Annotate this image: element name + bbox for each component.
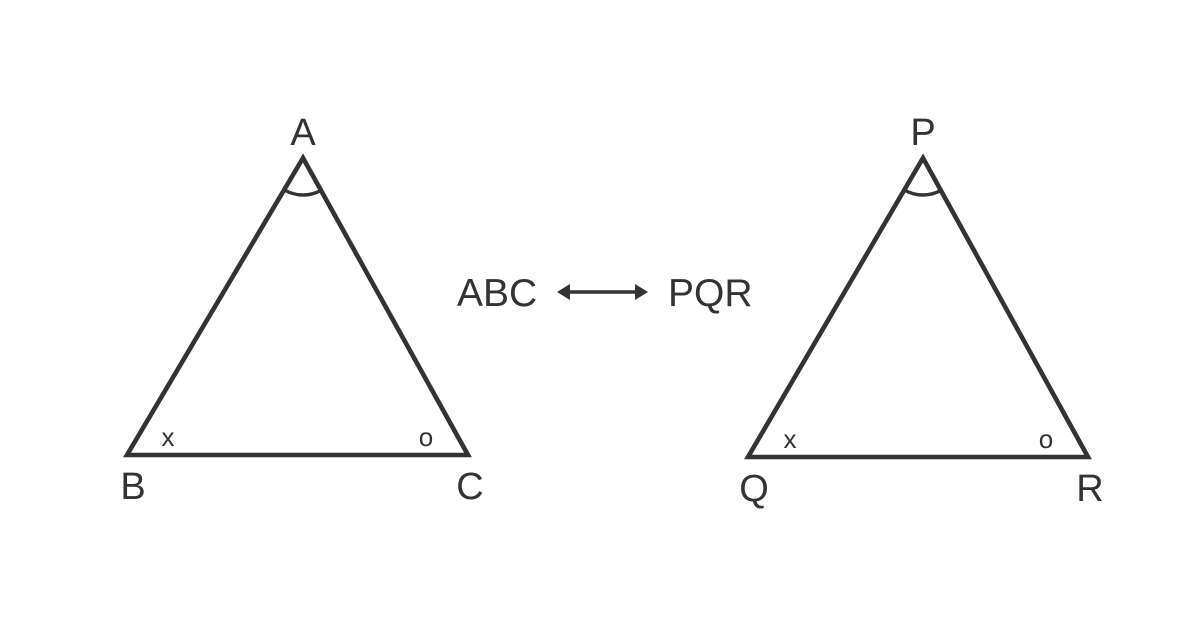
vertex-label-p: P — [910, 112, 935, 154]
vertex-label-b: B — [120, 466, 145, 508]
triangle-abc-group: A B C x o — [120, 112, 483, 508]
angle-arc-a-icon — [283, 188, 322, 197]
angle-arc-p-icon — [903, 188, 942, 197]
angle-mark-r-o: o — [1039, 424, 1053, 454]
correspondence-group: ABC PQR — [457, 272, 753, 315]
correspondence-left-label: ABC — [457, 272, 537, 315]
triangle-pqr-group: P Q R x o — [739, 112, 1104, 510]
angle-mark-b-x: x — [162, 422, 175, 452]
angle-mark-q-x: x — [784, 424, 797, 454]
angle-mark-c-o: o — [419, 422, 433, 452]
vertex-label-a: A — [290, 112, 316, 154]
correspondence-right-label: PQR — [668, 272, 753, 315]
vertex-label-c: C — [456, 466, 483, 508]
arrow-head-right-icon — [635, 284, 648, 300]
vertex-label-q: Q — [739, 468, 769, 510]
vertex-label-r: R — [1076, 468, 1103, 510]
triangle-abc-outline — [122, 153, 472, 458]
triangle-pqr-outline — [743, 153, 1092, 460]
arrow-head-left-icon — [557, 284, 570, 300]
